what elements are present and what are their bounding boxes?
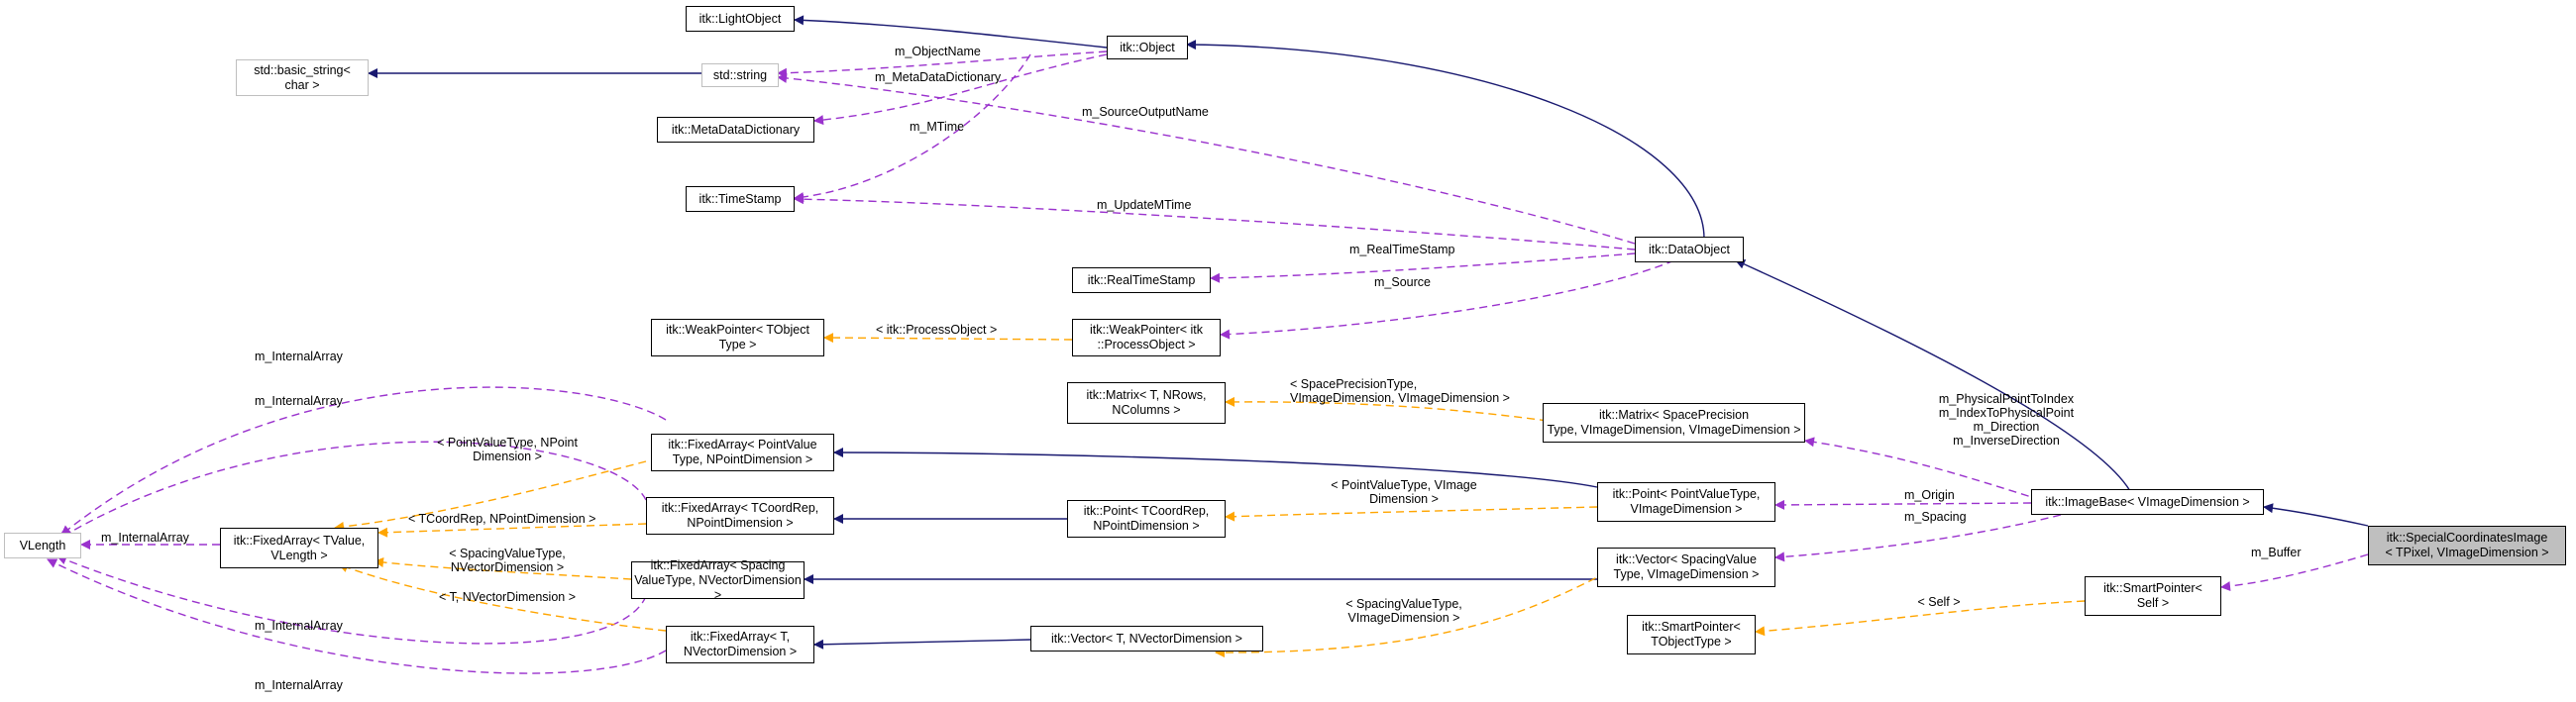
node-fixedarray-tvalue[interactable]: itk::FixedArray< TValue, VLength > bbox=[220, 528, 378, 568]
label-m-realtimestamp: m_RealTimeStamp bbox=[1349, 243, 1455, 256]
edge-matrix-tpl bbox=[1225, 396, 1549, 422]
edge-dataobject-to-weakpointer-source bbox=[1220, 259, 1675, 340]
label-pointvaluetype-npoint-1: < PointValueType, NPoint bbox=[437, 436, 578, 450]
node-weakpointer-processobject[interactable]: itk::WeakPointer< itk ::ProcessObject > bbox=[1072, 319, 1221, 356]
label-spacing-nvector-1: < SpacingValueType, bbox=[449, 547, 566, 560]
label-m-mtime: m_MTime bbox=[910, 120, 964, 134]
node-matrix-spaceprecision[interactable]: itk::Matrix< SpacePrecision Type, VImage… bbox=[1543, 403, 1805, 443]
label-pointvaluetype-npoint-2: Dimension > bbox=[473, 450, 542, 463]
label-m-sourceoutputname: m_SourceOutputName bbox=[1082, 105, 1209, 119]
label-t-nvector: < T, NVectorDimension > bbox=[439, 590, 576, 604]
edge-dataobject-to-realtimestamp bbox=[1210, 252, 1636, 283]
node-dataobject[interactable]: itk::DataObject bbox=[1635, 237, 1744, 262]
label-internalarray-3: m_InternalArray bbox=[101, 531, 190, 545]
label-process-object-tpl: < itk::ProcessObject > bbox=[876, 323, 997, 337]
node-fixedarray-tcoordrep[interactable]: itk::FixedArray< TCoordRep, NPointDimens… bbox=[646, 497, 834, 535]
node-fixedarray-t[interactable]: itk::FixedArray< T, NVectorDimension > bbox=[666, 626, 814, 663]
edge-imagebase-to-dataobject bbox=[1735, 259, 2131, 492]
label-self-tpl: < Self > bbox=[1917, 595, 1960, 609]
node-smartpointer-tobject[interactable]: itk::SmartPointer< TObjectType > bbox=[1627, 615, 1756, 654]
label-m-objectname: m_ObjectName bbox=[895, 45, 981, 58]
label-imagebase-members-1: m_PhysicalPointToIndex bbox=[1939, 392, 2075, 406]
node-metadatadictionary[interactable]: itk::MetaDataDictionary bbox=[657, 117, 814, 143]
node-matrix-generic[interactable]: itk::Matrix< T, NRows, NColumns > bbox=[1067, 382, 1226, 424]
label-spacing-vimage-2: VImageDimension > bbox=[1348, 611, 1460, 625]
label-spaceprecision-tpl-1: < SpacePrecisionType, bbox=[1290, 377, 1417, 391]
edge-imagebase-to-point-origin bbox=[1774, 499, 2032, 510]
edge-object-to-timestamp-mtime bbox=[794, 53, 1031, 203]
node-basic-string[interactable]: std::basic_string< char > bbox=[236, 59, 369, 96]
edge-fixedarray-tcoordrep-tpl bbox=[377, 523, 647, 538]
node-point-pointvalue[interactable]: itk::Point< PointValueType, VImageDimens… bbox=[1597, 482, 1775, 522]
label-pointvaluetype-vimage-1: < PointValueType, VImage bbox=[1331, 478, 1476, 492]
node-std-string[interactable]: std::string bbox=[701, 63, 779, 87]
edge-fixedarray-pointvalue-tpl bbox=[334, 460, 647, 532]
edge-object-to-lightobject bbox=[794, 15, 1108, 49]
label-internalarray-4: m_InternalArray bbox=[255, 619, 344, 633]
node-fixedarray-pointvalue[interactable]: itk::FixedArray< PointValue Type, NPoint… bbox=[651, 434, 834, 471]
edge-specialimage-to-smartpointer-buffer bbox=[2220, 553, 2369, 592]
edge-specialimage-to-imagebase bbox=[2263, 503, 2369, 527]
node-fixedarray-spacing[interactable]: itk::FixedArray< Spacing ValueType, NVec… bbox=[631, 558, 805, 602]
edge-dataobject-to-object bbox=[1186, 40, 1705, 240]
edge-fixedarray-pointvalue-to-vlength bbox=[60, 386, 667, 536]
edge-fixedarray-tcoordrep-to-vlength bbox=[56, 441, 647, 541]
edge-weakpointer-tpl bbox=[823, 333, 1073, 344]
edge-fixedarray-t-to-vlength bbox=[47, 558, 667, 674]
label-internalarray-1: m_InternalArray bbox=[255, 350, 344, 363]
node-timestamp[interactable]: itk::TimeStamp bbox=[686, 186, 795, 212]
label-m-buffer: m_Buffer bbox=[2251, 546, 2302, 559]
node-point-tcoordrep[interactable]: itk::Point< TCoordRep, NPointDimension > bbox=[1067, 500, 1226, 538]
label-imagebase-members-2: m_IndexToPhysicalPoint bbox=[1939, 406, 2075, 420]
label-internalarray-2: m_InternalArray bbox=[255, 394, 344, 408]
label-m-origin: m_Origin bbox=[1904, 488, 1955, 502]
label-imagebase-members-3: m_Direction bbox=[1974, 420, 2040, 434]
edge-imagebase-to-matrix bbox=[1804, 437, 2042, 501]
edge-dataobject-to-timestamp-updatemtime bbox=[794, 194, 1636, 251]
label-m-metadatadictionary: m_MetaDataDictionary bbox=[875, 70, 1002, 84]
edge-fixedarray-spacing-tpl bbox=[374, 557, 632, 580]
node-specialcoordinatesimage[interactable]: itk::SpecialCoordinatesImage < TPixel, V… bbox=[2368, 526, 2566, 565]
edge-object-to-string-objectname bbox=[777, 50, 1108, 78]
node-realtimestamp[interactable]: itk::RealTimeStamp bbox=[1072, 267, 1211, 293]
label-tcoordrep-tpl: < TCoordRep, NPointDimension > bbox=[408, 512, 595, 526]
label-pointvaluetype-vimage-2: Dimension > bbox=[1369, 492, 1439, 506]
edge-point-tpl bbox=[1225, 506, 1598, 522]
edge-smartpointer-tpl bbox=[1755, 600, 2086, 637]
label-m-source: m_Source bbox=[1374, 275, 1431, 289]
node-vector-t[interactable]: itk::Vector< T, NVectorDimension > bbox=[1030, 626, 1263, 652]
node-vector-spacing[interactable]: itk::Vector< SpacingValue Type, VImageDi… bbox=[1597, 548, 1775, 587]
edge-fixedarray-spacing-to-vlength bbox=[56, 554, 647, 645]
label-spacing-vimage-1: < SpacingValueType, bbox=[1345, 597, 1462, 611]
label-m-spacing: m_Spacing bbox=[1904, 510, 1967, 524]
label-m-updatemtime: m_UpdateMTime bbox=[1097, 198, 1191, 212]
edge-vector-t-to-fixedarray bbox=[813, 639, 1031, 650]
edge-object-to-metadatadictionary bbox=[813, 53, 1108, 126]
label-spacing-nvector-2: NVectorDimension > bbox=[451, 560, 564, 574]
edge-point-to-fixedarray-pointvalue bbox=[833, 448, 1598, 488]
label-spaceprecision-tpl-2: VImageDimension, VImageDimension > bbox=[1290, 391, 1510, 405]
edge-imagebase-to-vector-spacing bbox=[1774, 514, 2062, 562]
label-imagebase-members-4: m_InverseDirection bbox=[1953, 434, 2060, 448]
edge-dataobject-to-string-sourceoutputname bbox=[777, 72, 1636, 245]
edge-fixedarray-t-tpl bbox=[338, 562, 667, 632]
node-vlength[interactable]: VLength bbox=[4, 533, 81, 558]
node-smartpointer-self[interactable]: itk::SmartPointer< Self > bbox=[2085, 576, 2221, 616]
node-imagebase[interactable]: itk::ImageBase< VImageDimension > bbox=[2031, 489, 2264, 515]
node-weakpointer-tobject[interactable]: itk::WeakPointer< TObject Type > bbox=[651, 319, 824, 356]
node-object[interactable]: itk::Object bbox=[1107, 36, 1188, 59]
label-internalarray-5: m_InternalArray bbox=[255, 678, 344, 692]
node-lightobject[interactable]: itk::LightObject bbox=[686, 6, 795, 32]
